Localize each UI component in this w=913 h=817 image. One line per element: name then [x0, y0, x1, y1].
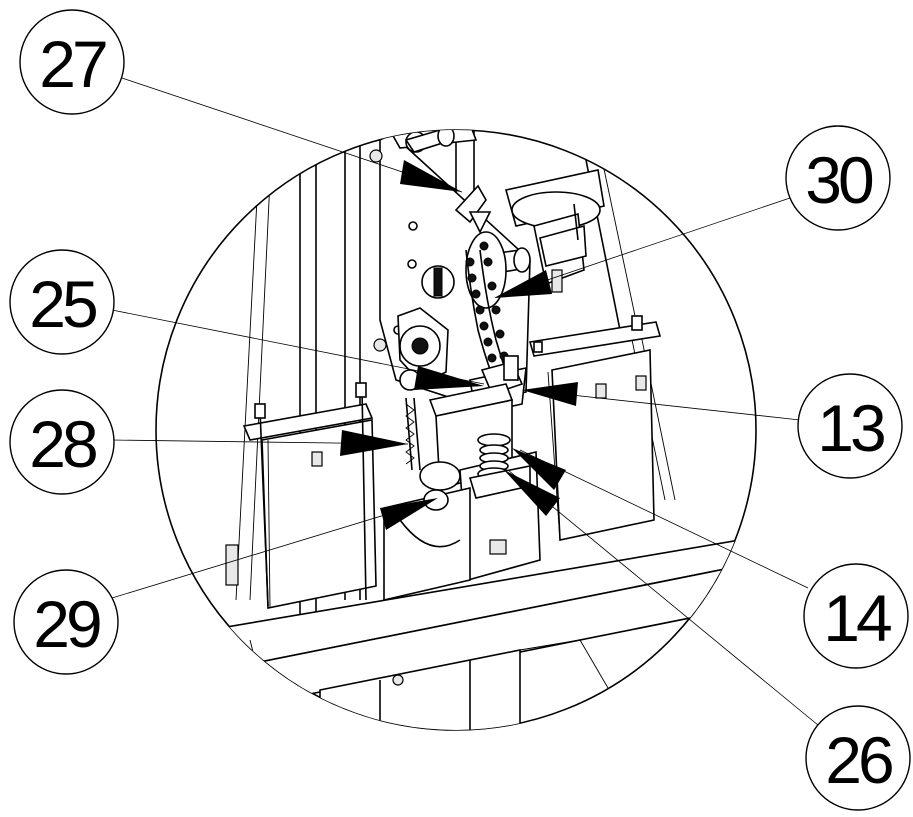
leader-29 [111, 499, 435, 599]
spring [405, 397, 421, 471]
callout-29: 29 [13, 569, 119, 675]
arrow-27 [400, 160, 462, 192]
arrow-14 [512, 448, 566, 490]
bearing-flange [397, 307, 449, 391]
callout-14-label: 14 [823, 581, 891, 655]
callout-27-label: 27 [39, 27, 106, 101]
arrow-29 [380, 498, 438, 530]
arrow-25 [414, 366, 484, 390]
arrow-13 [522, 382, 578, 406]
arrow-30 [494, 270, 552, 298]
callout-13-label: 13 [817, 391, 884, 465]
arrowheads [340, 160, 578, 530]
leader-26 [507, 469, 825, 731]
callout-13: 13 [797, 373, 903, 479]
callout-30: 30 [785, 125, 891, 231]
arrow-28 [340, 430, 408, 456]
frame-rails [235, 130, 676, 630]
callout-25: 25 [9, 249, 115, 355]
callout-29-label: 29 [33, 587, 100, 661]
compression-spring [468, 433, 531, 499]
callouts: 27 30 25 13 28 14 29 26 [9, 9, 911, 811]
callout-28-label: 28 [29, 407, 96, 481]
detail-view [155, 129, 757, 731]
leader-14 [519, 449, 809, 589]
callout-25-label: 25 [29, 267, 96, 341]
callout-26-label: 26 [825, 723, 892, 797]
motor [505, 169, 605, 293]
callout-30-label: 30 [805, 143, 873, 217]
callout-27: 27 [19, 9, 125, 115]
arrow-26 [504, 470, 560, 516]
left-terminal-box [225, 382, 377, 609]
callout-26: 26 [805, 705, 911, 811]
callout-28: 28 [9, 389, 115, 495]
right-terminal-box [528, 315, 662, 541]
callout-14: 14 [803, 563, 909, 669]
